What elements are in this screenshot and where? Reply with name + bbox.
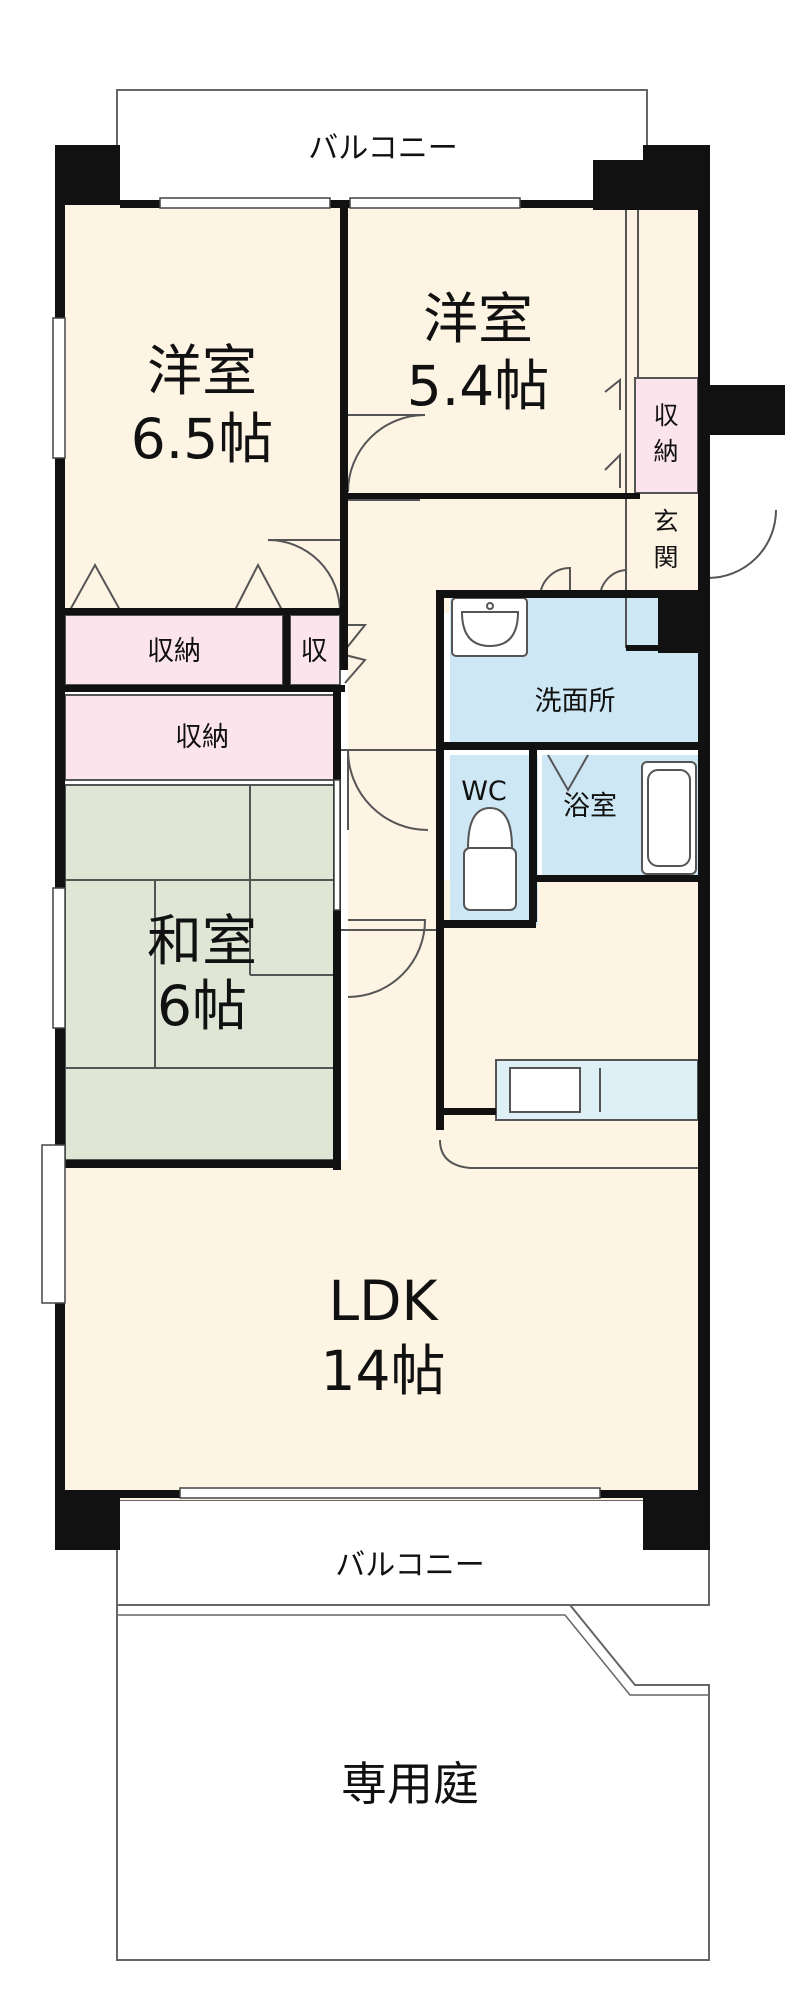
- wc-label: WC: [461, 776, 507, 807]
- garden-inner-line: [117, 1614, 709, 1696]
- western-a-name: 洋室: [147, 339, 257, 403]
- western-b-name: 洋室: [423, 287, 533, 351]
- garden-area: [116, 1604, 710, 1961]
- entrance-label-2: 関: [653, 543, 678, 572]
- japanese-size: 6帖: [157, 974, 247, 1038]
- garden-label: 専用庭: [341, 1757, 479, 1811]
- fold-door-marks: [69, 562, 589, 793]
- counter-edge: [439, 1139, 698, 1169]
- balcony-bottom-label: バルコニー: [335, 1548, 484, 1583]
- japanese-name: 和室: [147, 909, 257, 973]
- door-swings: [267, 377, 777, 998]
- closet-small-label: 収: [301, 636, 328, 667]
- western-b-size: 5.4帖: [407, 354, 549, 418]
- closet-b: [64, 694, 341, 781]
- floor-hall-left: [348, 613, 436, 1168]
- bathtub-icon: [641, 761, 697, 875]
- ldk-size: 14帖: [321, 1339, 446, 1403]
- closet-right-label-2: 納: [653, 437, 678, 466]
- windows: [41, 197, 601, 1499]
- tatami-floor: [64, 784, 341, 1161]
- closet-a-label: 収納: [147, 636, 201, 667]
- balcony-top: [116, 89, 648, 206]
- entrance-label-1: 玄: [653, 507, 678, 536]
- floor-ldk: [65, 1160, 698, 1500]
- balcony-top-label: バルコニー: [308, 131, 457, 166]
- ldk-name: LDK: [328, 1269, 439, 1333]
- toilet-icon: [463, 806, 517, 911]
- bath-label: 浴室: [563, 791, 617, 822]
- kitchen-counter-icon: [495, 1059, 699, 1121]
- closet-right-label-1: 収: [653, 401, 678, 430]
- washbasin-icon: [451, 597, 528, 657]
- balcony-bottom: [116, 1499, 710, 1606]
- washroom-label: 洗面所: [535, 686, 616, 717]
- closet-b-label: 収納: [175, 722, 229, 753]
- western-a-size: 6.5帖: [131, 407, 273, 471]
- closet-right: [634, 377, 699, 494]
